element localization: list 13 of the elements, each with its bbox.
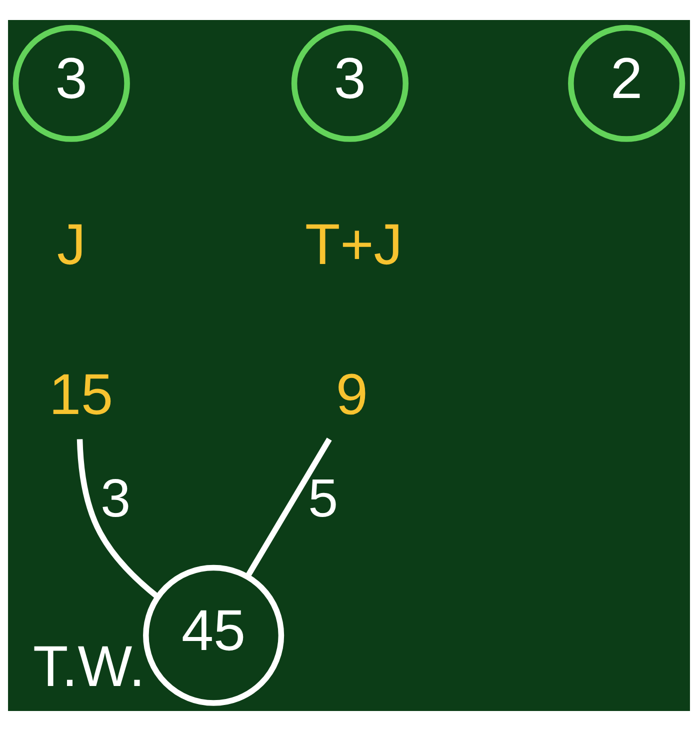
node-label: T.W. <box>32 634 146 699</box>
connector <box>76 438 160 598</box>
label: J <box>56 212 86 276</box>
node-text: 15 <box>48 362 114 426</box>
node-text: 9 <box>336 362 368 426</box>
edge-label: 3 <box>100 468 131 528</box>
node-circle: 45 <box>143 564 284 706</box>
node-circle: 3 <box>12 24 130 142</box>
edge-label: 5 <box>308 468 338 528</box>
connector <box>246 437 332 577</box>
node-circle: 2 <box>568 24 686 142</box>
label: T+J <box>304 212 403 276</box>
node-circle: 3 <box>291 24 409 142</box>
